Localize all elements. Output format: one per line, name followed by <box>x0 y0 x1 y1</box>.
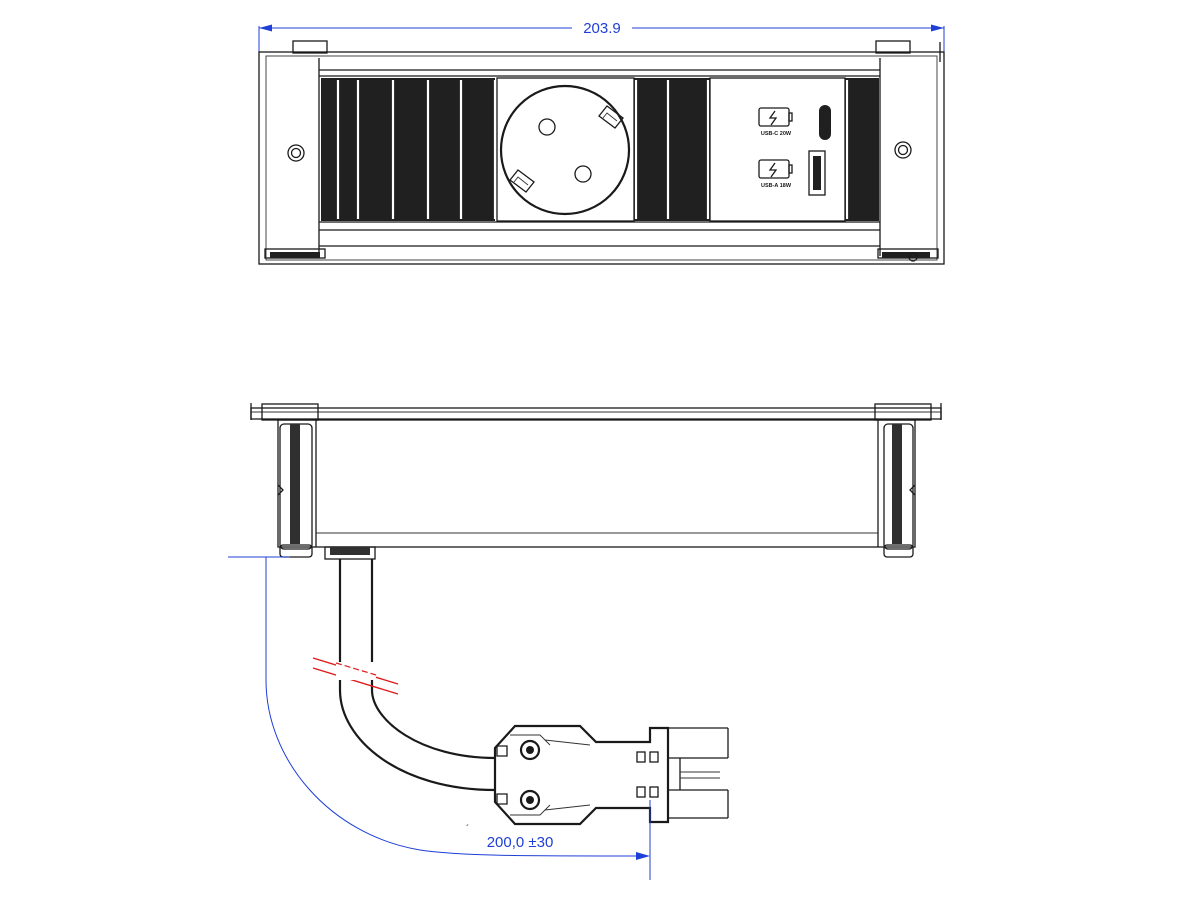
usb-charging-module: USB-C 20W USB-A 18W <box>709 77 846 222</box>
usb-a-charge-icon <box>758 159 793 179</box>
schuko-socket <box>496 77 635 222</box>
side-view-socket-unit <box>250 403 942 560</box>
top-view-socket-unit: 203.9 <box>258 18 945 265</box>
right-screw-icon <box>894 141 912 159</box>
usb-a-port <box>808 150 826 196</box>
connector-screw-icon <box>519 789 541 811</box>
top-right-clip <box>875 40 911 54</box>
top-left-clip <box>292 40 328 54</box>
left-screw-icon <box>287 144 305 162</box>
connector-screw-icon <box>519 739 541 761</box>
side-body <box>277 419 916 548</box>
side-flange <box>250 407 942 420</box>
usb-c-charge-icon <box>758 107 793 127</box>
plug-connector <box>493 724 729 826</box>
svg-text:´: ´ <box>466 823 469 835</box>
width-dimension-label: 203.9 <box>583 20 621 37</box>
blank-module-panel <box>321 78 879 221</box>
outer-flange <box>258 51 945 265</box>
width-dimension: 203.9 <box>258 18 945 52</box>
cable <box>312 559 496 792</box>
usb-a-label: USB-A 18W <box>761 183 792 189</box>
usb-c-port <box>819 105 831 140</box>
cable-length-label: 200,0 ±30 <box>487 834 554 851</box>
cable-length-dimension: 200,0 ±30 ´ <box>228 556 651 880</box>
usb-c-label: USB-C 20W <box>761 131 792 137</box>
